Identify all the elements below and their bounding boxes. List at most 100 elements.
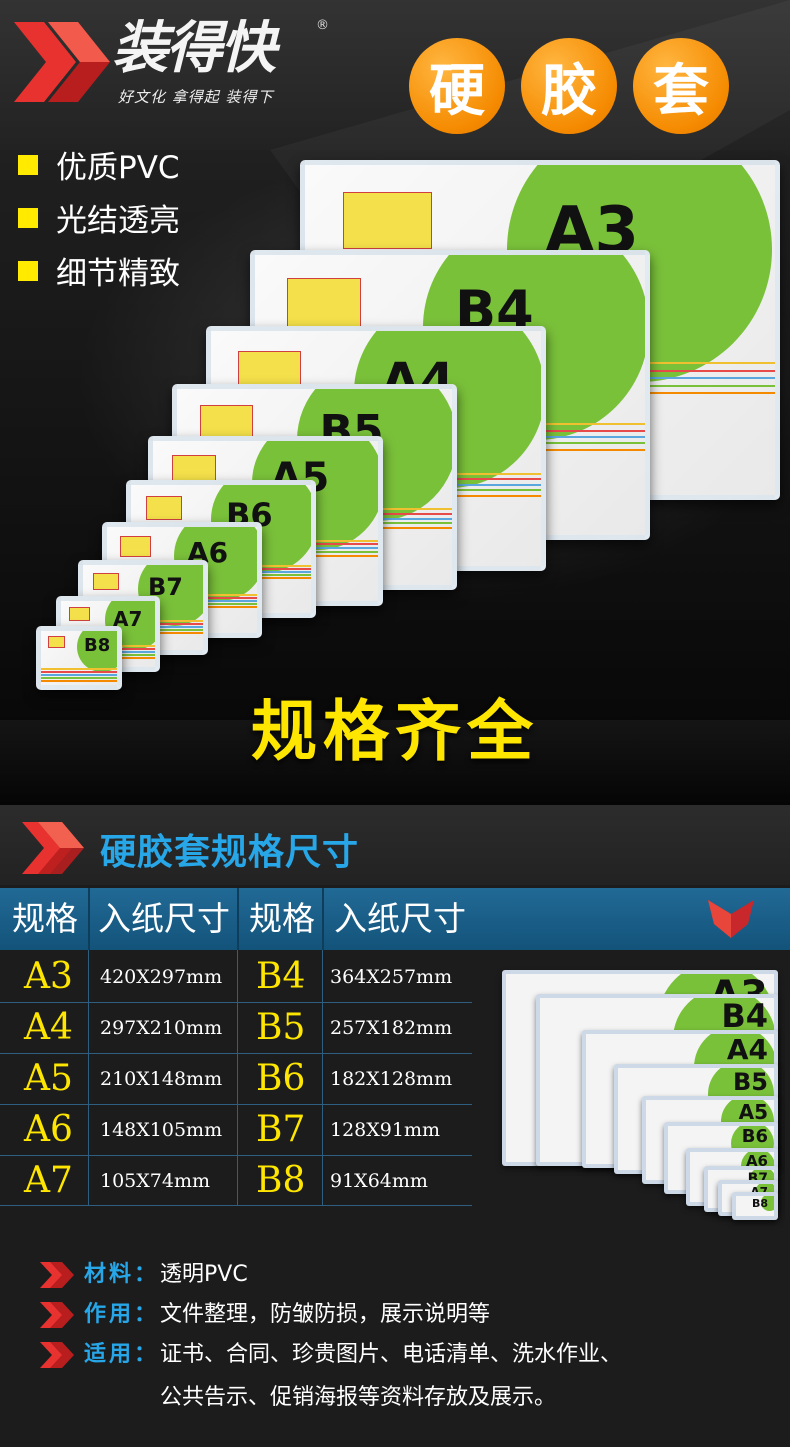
header-divider (322, 888, 324, 950)
info-key: 适用： (84, 1342, 160, 1367)
table-row: A5 210X148mm B6 182X128mm (0, 1054, 472, 1104)
stack-size-label: B8 (751, 1197, 768, 1210)
mini-brand-logo (47, 636, 66, 649)
size-table: 规格 入纸尺寸 规格 入纸尺寸 A3 420X297mm B4 364X257m… (0, 888, 790, 1208)
product-sheet-b8: B8 (36, 626, 122, 690)
header-paper-size-2: 入纸尺寸 (334, 899, 466, 938)
color-stripe (41, 668, 117, 671)
info-value-continued: 公共告示、促销海报等资料存放及展示。 (160, 1385, 557, 1410)
paper-size-cell: 420X297mm (100, 966, 223, 988)
floor-reflection (0, 720, 790, 805)
column-divider (322, 950, 323, 1205)
column-divider (88, 950, 89, 1205)
table-row: A7 105X74mm B8 91X64mm (0, 1156, 472, 1206)
table-row: A3 420X297mm B4 364X257mm (0, 952, 472, 1002)
square-bullet-icon (18, 260, 38, 281)
row-divider (0, 1205, 472, 1206)
square-bullet-icon (18, 154, 38, 175)
size-cell: A3 (24, 956, 73, 997)
info-material: 材料： 透明PVC (40, 1255, 780, 1295)
header-divider (237, 888, 239, 950)
paper-size-cell: 182X128mm (330, 1068, 453, 1090)
feature-list: 优质PVC 光结透亮 细节精致 (18, 138, 180, 297)
sheet-size-label: B7 (148, 572, 183, 601)
tagline: 规格齐全 (251, 693, 539, 770)
registered-mark: ® (316, 18, 329, 33)
size-cell: B5 (256, 1007, 306, 1048)
paper-size-cell: 257X182mm (330, 1017, 453, 1039)
info-key: 作用： (84, 1302, 160, 1327)
chevron-arrow-icon (40, 1262, 74, 1288)
square-bullet-icon (18, 207, 38, 228)
feature-text: 优质PVC (56, 150, 180, 186)
section-title: 硬胶套规格尺寸 (100, 832, 360, 873)
sheet-size-label: B8 (84, 635, 111, 657)
paper-size-cell: 297X210mm (100, 1017, 223, 1039)
size-cell: A7 (24, 1160, 73, 1201)
color-stripe (41, 671, 117, 674)
size-cell: B7 (256, 1109, 306, 1150)
stack-size-label: B4 (721, 997, 768, 1035)
info-apply: 适用： 证书、合同、珍贵图片、电话清单、洗水作业、 (40, 1335, 780, 1375)
fox-badge-icon (708, 900, 754, 938)
paper-size-cell: 128X91mm (330, 1119, 441, 1141)
feature-item: 细节精致 (18, 244, 180, 297)
header-divider (88, 888, 90, 950)
table-header: 规格 入纸尺寸 规格 入纸尺寸 (0, 888, 790, 950)
info-use: 作用： 文件整理，防皱防损，展示说明等 (40, 1295, 780, 1335)
row-divider (0, 1053, 472, 1054)
paper-size-cell: 364X257mm (330, 966, 453, 988)
color-stripe (41, 680, 117, 683)
stack-size-label: B5 (733, 1068, 768, 1096)
paper-size-cell: 91X64mm (330, 1170, 428, 1192)
size-cell: B8 (256, 1160, 306, 1201)
mini-brand-logo (93, 572, 119, 590)
section-header-bar (0, 805, 790, 885)
product-info: 材料： 透明PVC 作用： 文件整理，防皱防损，展示说明等 适用： 证书、合同、… (40, 1255, 780, 1375)
brand-logo-icon (14, 22, 110, 102)
paper-size-cell: 210X148mm (100, 1068, 223, 1090)
size-cell: B4 (256, 956, 306, 997)
title-char-2: 胶 (521, 38, 617, 134)
mini-brand-logo (146, 496, 183, 521)
info-value: 文件整理，防皱防损，展示说明等 (160, 1302, 491, 1327)
row-divider (0, 1104, 472, 1105)
chevron-arrow-icon (40, 1342, 74, 1368)
mini-brand-logo (287, 278, 361, 327)
mini-brand-logo (343, 192, 432, 249)
feature-item: 光结透亮 (18, 191, 180, 244)
mini-brand-logo (119, 536, 151, 557)
green-blob (761, 1196, 774, 1212)
brand-slogan: 好文化 拿得起 装得下 (118, 88, 274, 106)
color-stripe (41, 674, 117, 677)
chevron-arrow-icon (40, 1302, 74, 1328)
paper-size-cell: 148X105mm (100, 1119, 223, 1141)
hero-banner: 装得快 ® 好文化 拿得起 装得下 硬 胶 套 优质PVC 光结透亮 细节精致 … (0, 0, 790, 805)
size-cell: A6 (24, 1109, 73, 1150)
stack-size-label: A6 (745, 1152, 768, 1170)
row-divider (0, 1155, 472, 1156)
color-stripe (41, 677, 117, 680)
sheet-size-label: A7 (113, 606, 143, 631)
paper-size-cell: 105X74mm (100, 1170, 211, 1192)
row-divider (0, 1002, 472, 1003)
stack-size-label: A5 (738, 1100, 768, 1124)
stack-size-label: B6 (741, 1126, 768, 1147)
header-size-2: 规格 (249, 899, 315, 938)
column-divider (237, 950, 238, 1205)
info-value: 透明PVC (160, 1262, 248, 1287)
table-row: A6 148X105mm B7 128X91mm (0, 1105, 472, 1155)
feature-item: 优质PVC (18, 138, 180, 191)
stack-size-label: A4 (726, 1033, 768, 1066)
green-blob (77, 631, 117, 672)
product-title: 硬 胶 套 (409, 38, 739, 138)
info-value: 证书、合同、珍贵图片、电话清单、洗水作业、 (160, 1342, 623, 1367)
info-key: 材料： (84, 1262, 160, 1287)
size-cell: A4 (24, 1007, 73, 1048)
feature-text: 细节精致 (56, 256, 180, 292)
header-size-1: 规格 (12, 899, 78, 938)
mini-brand-logo (69, 607, 91, 622)
title-char-1: 硬 (409, 38, 505, 134)
